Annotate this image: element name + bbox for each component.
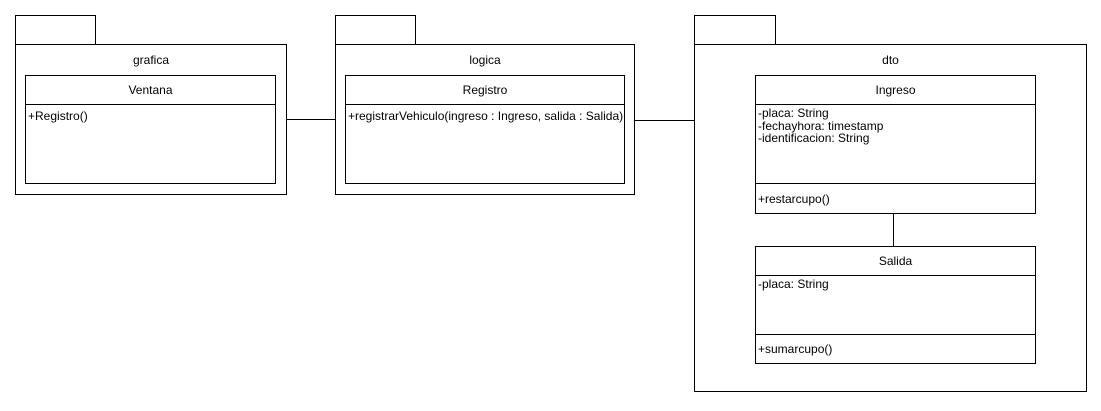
class-ingreso-name: Ingreso [756,76,1035,105]
edge-grafica-logica[interactable] [286,119,336,121]
package-grafica-tab[interactable] [15,15,96,45]
package-dto-label: dto [882,53,899,67]
class-salida-attributes: -placa: String [756,276,1035,334]
class-salida-methods: +sumarcupo() [756,334,1035,363]
class-salida-name: Salida [756,247,1035,276]
class-registro[interactable]: Registro +registrarVehiculo(ingreso : In… [345,75,625,184]
package-logica-tab[interactable] [335,15,416,45]
class-ingreso-method: +restarcupo() [758,191,830,206]
class-registro-name: Registro [346,76,624,105]
class-ingreso-methods: +restarcupo() [756,183,1035,213]
class-ventana-name: Ventana [26,76,275,105]
class-ingreso-attribute: -identificacion: String [758,131,870,145]
class-registro-method: +registrarVehiculo(ingreso : Ingreso, sa… [348,109,624,123]
class-ingreso-attribute: -placa: String [758,106,829,120]
class-ingreso-attribute: -fechayhora: timestamp [758,118,884,133]
class-salida-attribute: -placa: String [758,277,829,291]
class-ventana-members: +Registro() [26,105,275,183]
class-salida-method: +sumarcupo() [758,342,833,356]
class-ventana-method: +Registro() [28,109,88,123]
package-dto-tab[interactable] [694,15,776,45]
package-grafica-label: grafica [132,53,170,67]
class-ingreso-attributes: -placa: String -fechayhora: timestamp -i… [756,105,1035,183]
edge-logica-dto[interactable] [634,120,695,122]
package-logica-label: logica [469,53,501,67]
class-salida[interactable]: Salida -placa: String +sumarcupo() [755,246,1036,364]
class-ventana[interactable]: Ventana +Registro() [25,75,276,184]
class-registro-members: +registrarVehiculo(ingreso : Ingreso, sa… [346,105,624,183]
edge-ingreso-salida[interactable] [893,213,895,247]
class-ingreso[interactable]: Ingreso -placa: String -fechayhora: time… [755,75,1036,214]
